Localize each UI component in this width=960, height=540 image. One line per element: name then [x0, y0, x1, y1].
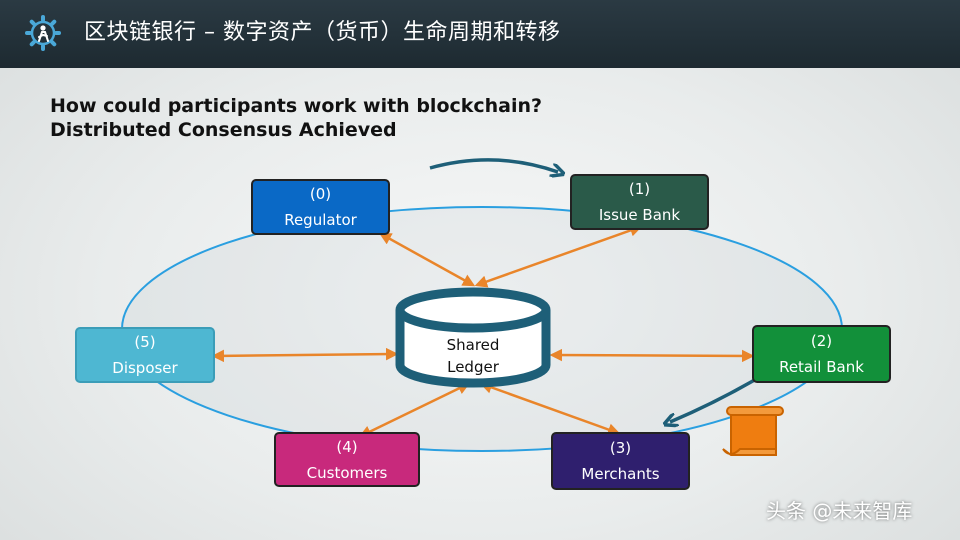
node-regulator[interactable]: (0) Regulator — [251, 179, 390, 235]
top-banner: 区块链银行 – 数字资产（货币）生命周期和转移 — [0, 0, 960, 68]
slide-headline: How could participants work with blockch… — [50, 94, 542, 142]
connector-issue-bank — [474, 224, 643, 288]
node-number: (2) — [810, 332, 833, 350]
database-cylinder-icon — [395, 287, 551, 388]
banner-title: 区块链银行 – 数字资产（货币）生命周期和转移 — [84, 20, 561, 45]
node-number: (3) — [609, 439, 632, 457]
headline-line-1: How could participants work with blockch… — [50, 95, 543, 117]
node-issue-bank[interactable]: (1) Issue Bank — [570, 174, 709, 230]
ledger-line-1: Shared — [446, 336, 500, 354]
flow-arrow-right — [670, 376, 759, 422]
connector-regulator — [378, 232, 476, 287]
watermark-text: 头条 @未来智库 — [766, 499, 913, 523]
shared-ledger-label: Shared Ledger — [420, 334, 526, 378]
node-label: Disposer — [112, 359, 178, 377]
node-label: Issue Bank — [598, 206, 681, 224]
node-label: Merchants — [581, 465, 660, 483]
connector-disposer — [211, 347, 399, 363]
node-merchants[interactable]: (3) Merchants — [551, 432, 690, 490]
node-number: (0) — [309, 185, 332, 203]
node-label: Retail Bank — [779, 358, 864, 376]
connector-customers — [358, 382, 471, 438]
connector-retail-bank — [549, 348, 755, 363]
node-number: (5) — [134, 333, 156, 351]
headline-line-2: Distributed Consensus Achieved — [50, 119, 397, 141]
scroll-icon — [722, 406, 784, 456]
node-number: (4) — [336, 437, 358, 456]
node-disposer[interactable]: (5) Disposer — [75, 327, 215, 383]
gear-person-icon — [25, 15, 61, 51]
flow-arrow-top — [429, 158, 558, 172]
node-customers[interactable]: (4) Customers — [274, 432, 420, 487]
ledger-line-2: Ledger — [447, 358, 499, 376]
node-retail-bank[interactable]: (2) Retail Bank — [752, 325, 891, 383]
connector-merchants — [479, 381, 621, 436]
node-label: Regulator — [284, 211, 357, 229]
node-number: (1) — [628, 180, 651, 198]
node-label: Customers — [306, 463, 388, 482]
